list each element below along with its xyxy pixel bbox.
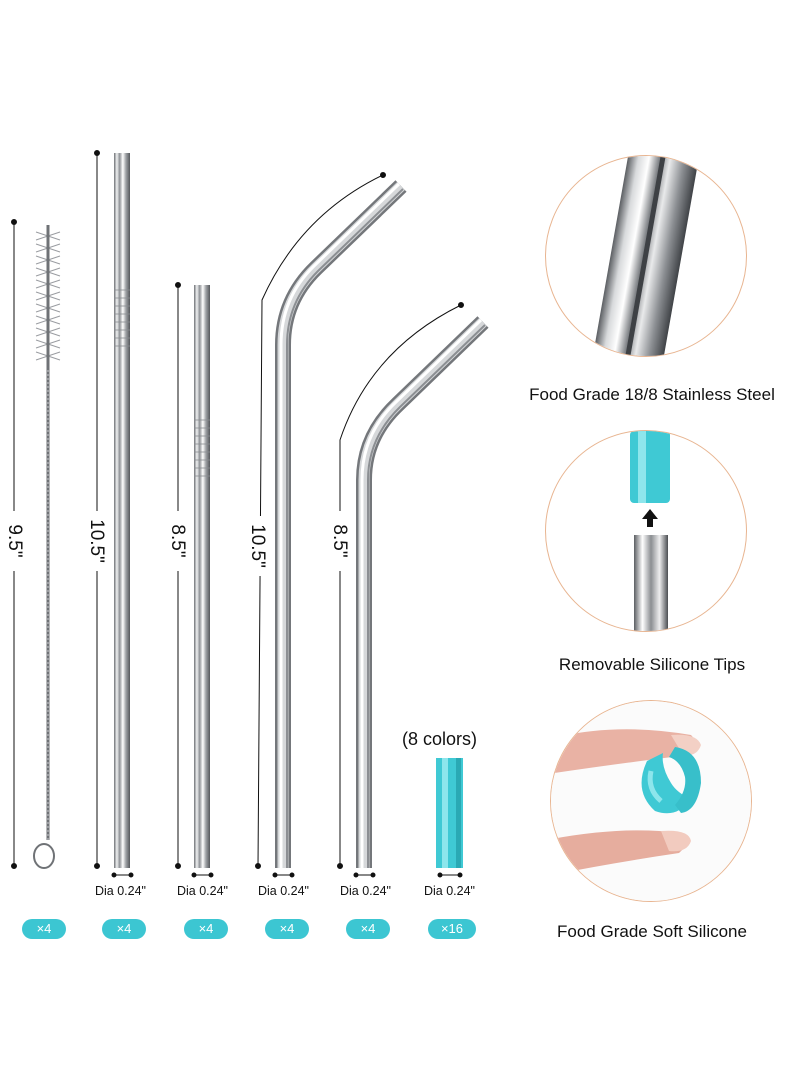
- arrow-up-icon: [642, 509, 658, 527]
- bent-long-length-label: 10.5": [246, 516, 268, 576]
- bent-straw-long-drawing: [275, 180, 407, 868]
- soft-silicone-closeup: [550, 700, 752, 902]
- silicone-closeup-image: [551, 701, 751, 901]
- tips-closeup-image: [630, 431, 670, 631]
- diameter-markers: [111, 872, 463, 878]
- brush-quantity-badge: ×4: [22, 919, 66, 939]
- straight-straw-long-drawing: [114, 153, 130, 868]
- bent-short-quantity-badge: ×4: [346, 919, 390, 939]
- silicone-tip-diameter: Dia 0.24": [424, 884, 475, 898]
- straight-straw-short-drawing: [194, 285, 210, 868]
- product-illustration: [11, 150, 489, 878]
- colors-note: (8 colors): [402, 729, 478, 749]
- soft-silicone-caption: Food Grade Soft Silicone: [557, 922, 747, 941]
- steel-closeup-image: [590, 156, 702, 356]
- measurement-lines: [11, 150, 464, 869]
- straight-short-diameter: Dia 0.24": [177, 884, 228, 898]
- brush-length-label: 9.5": [3, 511, 25, 571]
- straight-long-length-label: 10.5": [85, 511, 107, 571]
- bent-short-diameter: Dia 0.24": [340, 884, 391, 898]
- bent-straw-short-drawing: [356, 316, 489, 868]
- removable-tips-closeup: [545, 430, 747, 632]
- cleaning-brush-drawing: [33, 225, 61, 869]
- silicone-tip-quantity-badge: ×16: [428, 919, 476, 939]
- bent-long-quantity-badge: ×4: [265, 919, 309, 939]
- straight-short-quantity-badge: ×4: [184, 919, 228, 939]
- straight-long-quantity-badge: ×4: [102, 919, 146, 939]
- bent-short-length-label: 8.5": [328, 511, 350, 571]
- stainless-steel-caption: Food Grade 18/8 Stainless Steel: [529, 385, 775, 404]
- straight-long-diameter: Dia 0.24": [95, 884, 146, 898]
- silicone-tip-drawing: [436, 758, 463, 868]
- straight-short-length-label: 8.5": [166, 511, 188, 571]
- removable-tips-caption: Removable Silicone Tips: [558, 655, 746, 674]
- bent-long-diameter: Dia 0.24": [258, 884, 309, 898]
- stainless-steel-closeup: [545, 155, 747, 357]
